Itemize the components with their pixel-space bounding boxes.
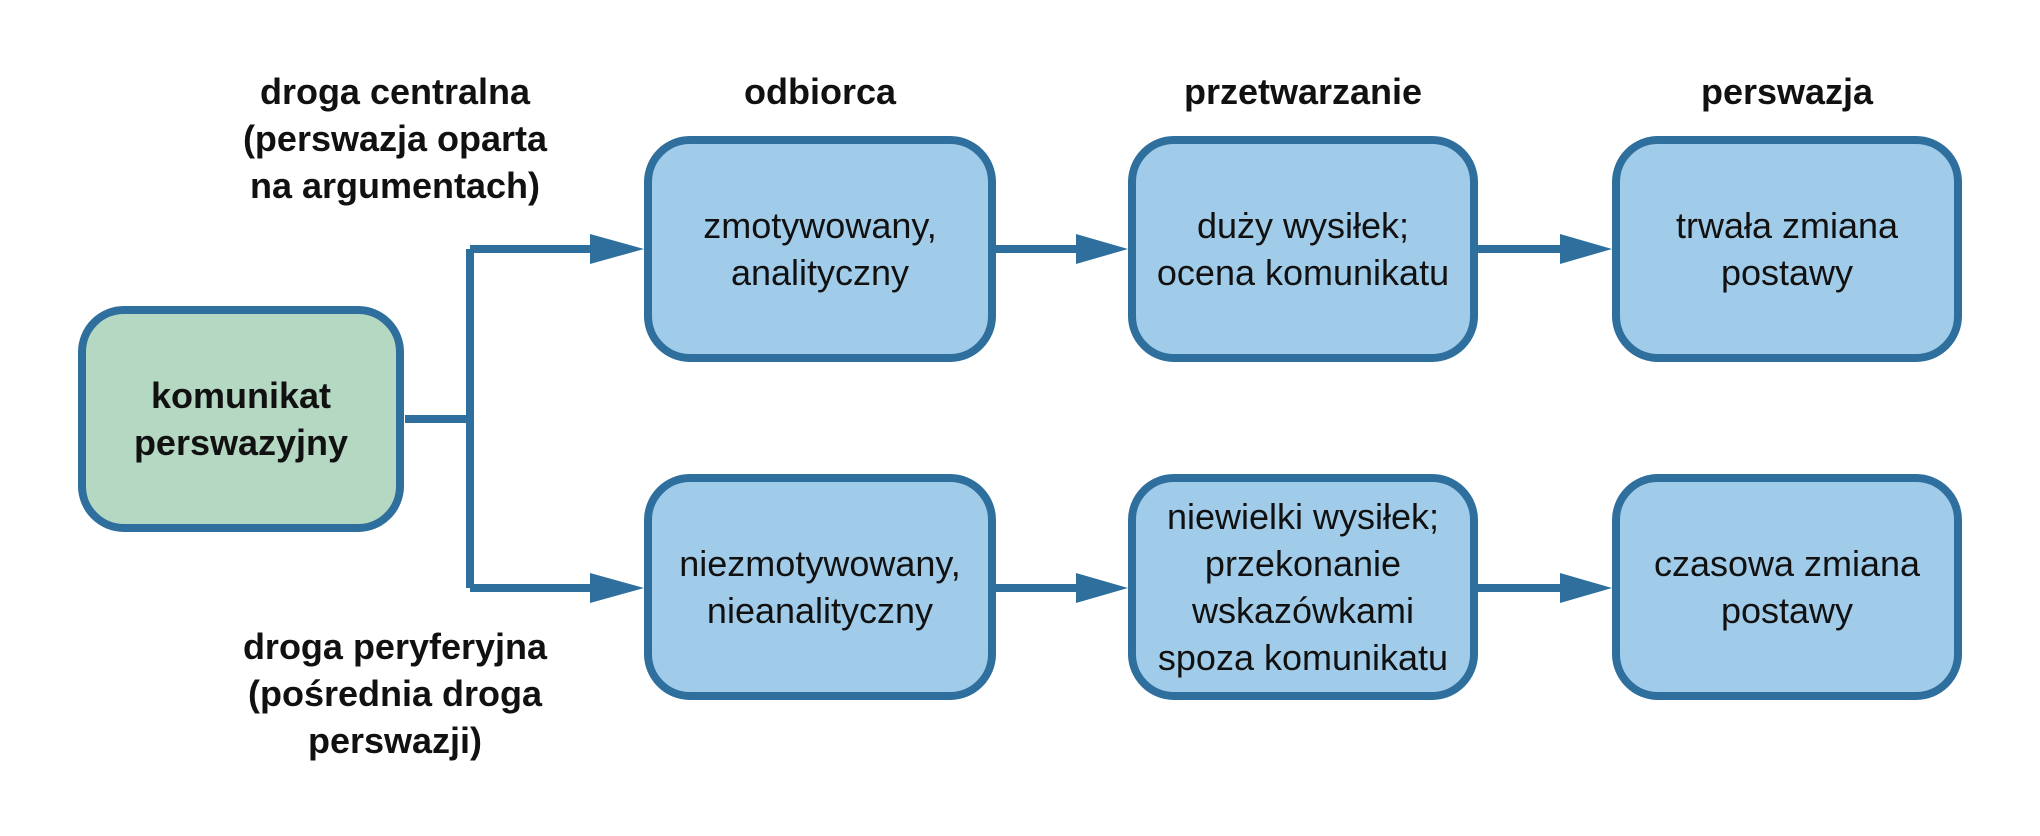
arrowhead [590,573,644,603]
arrowhead [1076,234,1128,264]
peripheral-processing-text: niewielki wysiłek; przekonanie wskazówka… [1157,496,1449,678]
peripheral-persuasion-text: czasowa zmiana postawy [1653,543,1921,631]
peripheral-route-label: droga peryferyjna (pośrednia droga persw… [242,626,548,761]
branch-connector [405,249,474,588]
central-persuasion-text: trwała zmiana postawy [1675,205,1899,293]
column-header-persuasion: perswazja [1700,71,1874,112]
peripheral-persuasion-box: czasowa zmiana postawy [1612,474,1962,700]
central-processing-text: duży wysiłek; ocena komunikatu [1156,205,1450,293]
arrowhead [590,234,644,264]
central-processing-box: duży wysiłek; ocena komunikatu [1128,136,1478,362]
column-header-receiver: odbiorca [743,71,896,112]
column-header-processing: przetwarzanie [1183,71,1423,112]
peripheral-receiver-text: niezmotywowany, nieanalityczny [679,543,961,631]
source-box: komunikat perswazyjny [78,306,404,532]
peripheral-processing-box: niewielki wysiłek; przekonanie wskazówka… [1128,474,1478,700]
arrowhead [1560,573,1612,603]
arrowhead [1076,573,1128,603]
central-receiver-text: zmotywowany, analityczny [703,205,937,293]
arrowhead [1560,234,1612,264]
peripheral-receiver-box: niezmotywowany, nieanalityczny [644,474,996,700]
central-receiver-box: zmotywowany, analityczny [644,136,996,362]
source-box-text: komunikat perswazyjny [133,375,349,463]
central-persuasion-box: trwała zmiana postawy [1612,136,1962,362]
central-route-label: droga centralna (perswazja oparta na arg… [242,71,548,206]
